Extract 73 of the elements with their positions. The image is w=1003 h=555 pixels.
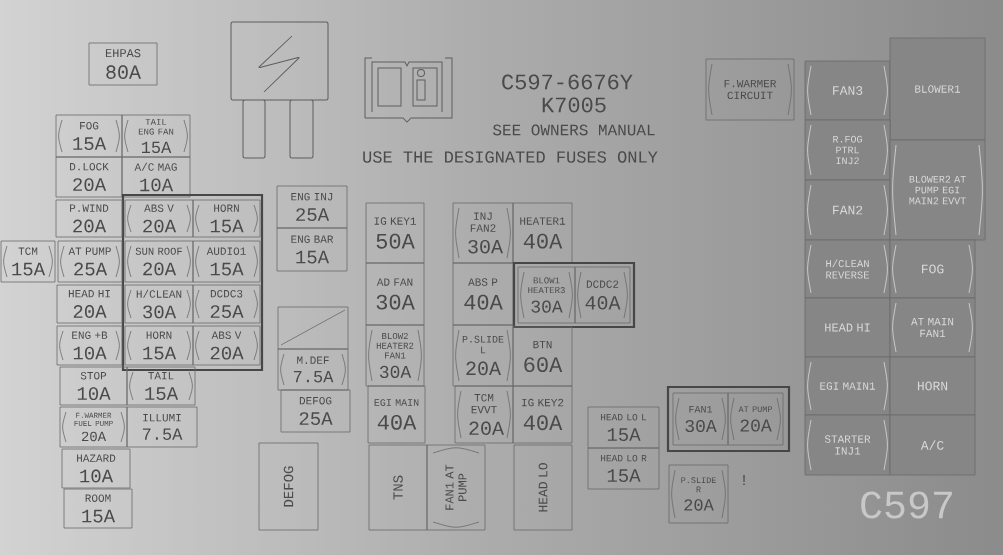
- fuse-slot: FOG: [889, 239, 976, 299]
- fuse-group-frame: [121, 193, 264, 372]
- fuse-slot: EGI MAIN 40A: [367, 385, 426, 444]
- fuse-slot: ABS V 20A: [192, 325, 261, 366]
- fuse-group-frame: [512, 261, 636, 329]
- fuse-slot: D.LOCK 20A: [55, 156, 123, 198]
- fuse-slot: DEFOG 25A: [280, 389, 351, 433]
- fuse-slot: FAN1 AT PUMP: [426, 444, 486, 531]
- fuse-slot: M.DEF 7.5A: [277, 348, 349, 391]
- fuse-slot: HEAD LO: [513, 444, 573, 531]
- fuse-slot: FAN2: [804, 179, 891, 241]
- fuse-slot: FAN1 30A: [672, 392, 729, 446]
- warning-mark: !: [743, 475, 745, 485]
- fuse-slot: A/C MAG 10A: [121, 156, 191, 198]
- fuse-slot: HAZARD 10A: [61, 448, 131, 489]
- fuse-slot: SUN ROOF 20A: [124, 240, 194, 283]
- fuse-slot: AT PUMP 20A: [727, 392, 784, 446]
- fuse-slot: INJ FAN2 30A: [452, 202, 514, 264]
- fuse-slot: HEAD HI 20A: [56, 284, 123, 324]
- fuse-slot: AT PUMP 25A: [57, 240, 123, 283]
- fuse-slot: HORN 15A: [192, 199, 261, 238]
- fuse-slot: IG KEY1 50A: [365, 202, 425, 264]
- fuse-slot: TAIL 15A: [126, 366, 196, 406]
- fuse-slot: P.WIND 20A: [55, 199, 123, 238]
- fuse-slot: ABS P 40A: [452, 262, 514, 326]
- fuse-slot: HEATER1 40A: [512, 202, 573, 264]
- fuse-slot: BLOW1 HEATER3 30A: [517, 266, 576, 324]
- fuse-slot: BTN 60A: [512, 326, 573, 387]
- fuse-slot: AT MAIN FAN1: [889, 297, 976, 358]
- fuse-slot: H/CLEAN REVERSE: [804, 239, 891, 299]
- fuse-slot: HEAD LO R 15A: [587, 447, 660, 490]
- fuse-slot: EHPAS 80A: [88, 42, 158, 86]
- fuse-slot: H/CLEAN 30A: [124, 284, 194, 324]
- fuse-slot: ENG +B 10A: [56, 325, 123, 366]
- part-number: K7005: [542, 97, 606, 113]
- fuse-slot: FOG 15A: [55, 114, 123, 158]
- fuse-slot: IG KEY2 40A: [512, 385, 573, 444]
- part-number: C597: [861, 491, 952, 519]
- fuse-slot: TAIL ENG FAN 15A: [121, 114, 191, 158]
- fuse-group-frame: [666, 385, 791, 453]
- fuse-slot: BLOWER2 AT PUMP EGI MAIN2 EVVT: [889, 139, 986, 241]
- fuse-slot: DCDC2 40A: [574, 266, 631, 324]
- empty-slot: [277, 306, 349, 350]
- fuse-slot: HEAD LO L 15A: [587, 406, 660, 449]
- fuse-slot: HEAD HI: [804, 297, 891, 358]
- fuse-slot: ABS V 20A: [124, 199, 194, 238]
- fuse-slot: DEFOG: [258, 442, 319, 531]
- fuse-slot: A/C: [889, 414, 976, 476]
- fuse-slot: HORN: [889, 356, 976, 416]
- fuse-slot: STOP 10A: [59, 366, 128, 406]
- fuse-slot: TCM 15A: [0, 240, 56, 283]
- instruction-text: SEE OWNERS MANUAL: [493, 124, 655, 136]
- fuse-slot: ROOM 15A: [63, 488, 133, 529]
- fuse-slot: P.SLIDE L 20A: [452, 324, 514, 387]
- fuse-slot: BLOW2 HEATER2 FAN1 30A: [365, 324, 425, 387]
- fuse-slot: F.WARMER CIRCUIT: [705, 58, 795, 121]
- fuse-slot: HORN 15A: [124, 325, 194, 366]
- fuse-slot: DCDC3 25A: [192, 284, 261, 324]
- fuse-slot: TNS: [368, 444, 428, 531]
- fuse-slot: ENG BAR 15A: [276, 227, 348, 272]
- instruction-text: USE THE DESIGNATED FUSES ONLY: [363, 151, 658, 163]
- fuse-slot: AUDIO1 15A: [192, 240, 261, 283]
- fuse-slot: P.SLIDE R 20A: [668, 464, 729, 524]
- fuse-slot: BLOWER1: [889, 37, 986, 141]
- fuse-slot: ENG INJ 25A: [276, 185, 348, 229]
- fuse-slot: R.FOG PTRL INJ2: [804, 119, 891, 181]
- fuse-slot: STARTER INJ1: [804, 414, 891, 476]
- part-number: C597-6676Y: [502, 74, 633, 90]
- fuse-slot: AD FAN 30A: [365, 262, 425, 326]
- fuse-slot: EGI MAIN1: [804, 356, 891, 416]
- fuse-slot: FAN3: [804, 60, 891, 121]
- fuse-slot: ILLUMI 7.5A: [126, 406, 198, 448]
- fuse-slot: TCM EVVT 20A: [454, 385, 514, 444]
